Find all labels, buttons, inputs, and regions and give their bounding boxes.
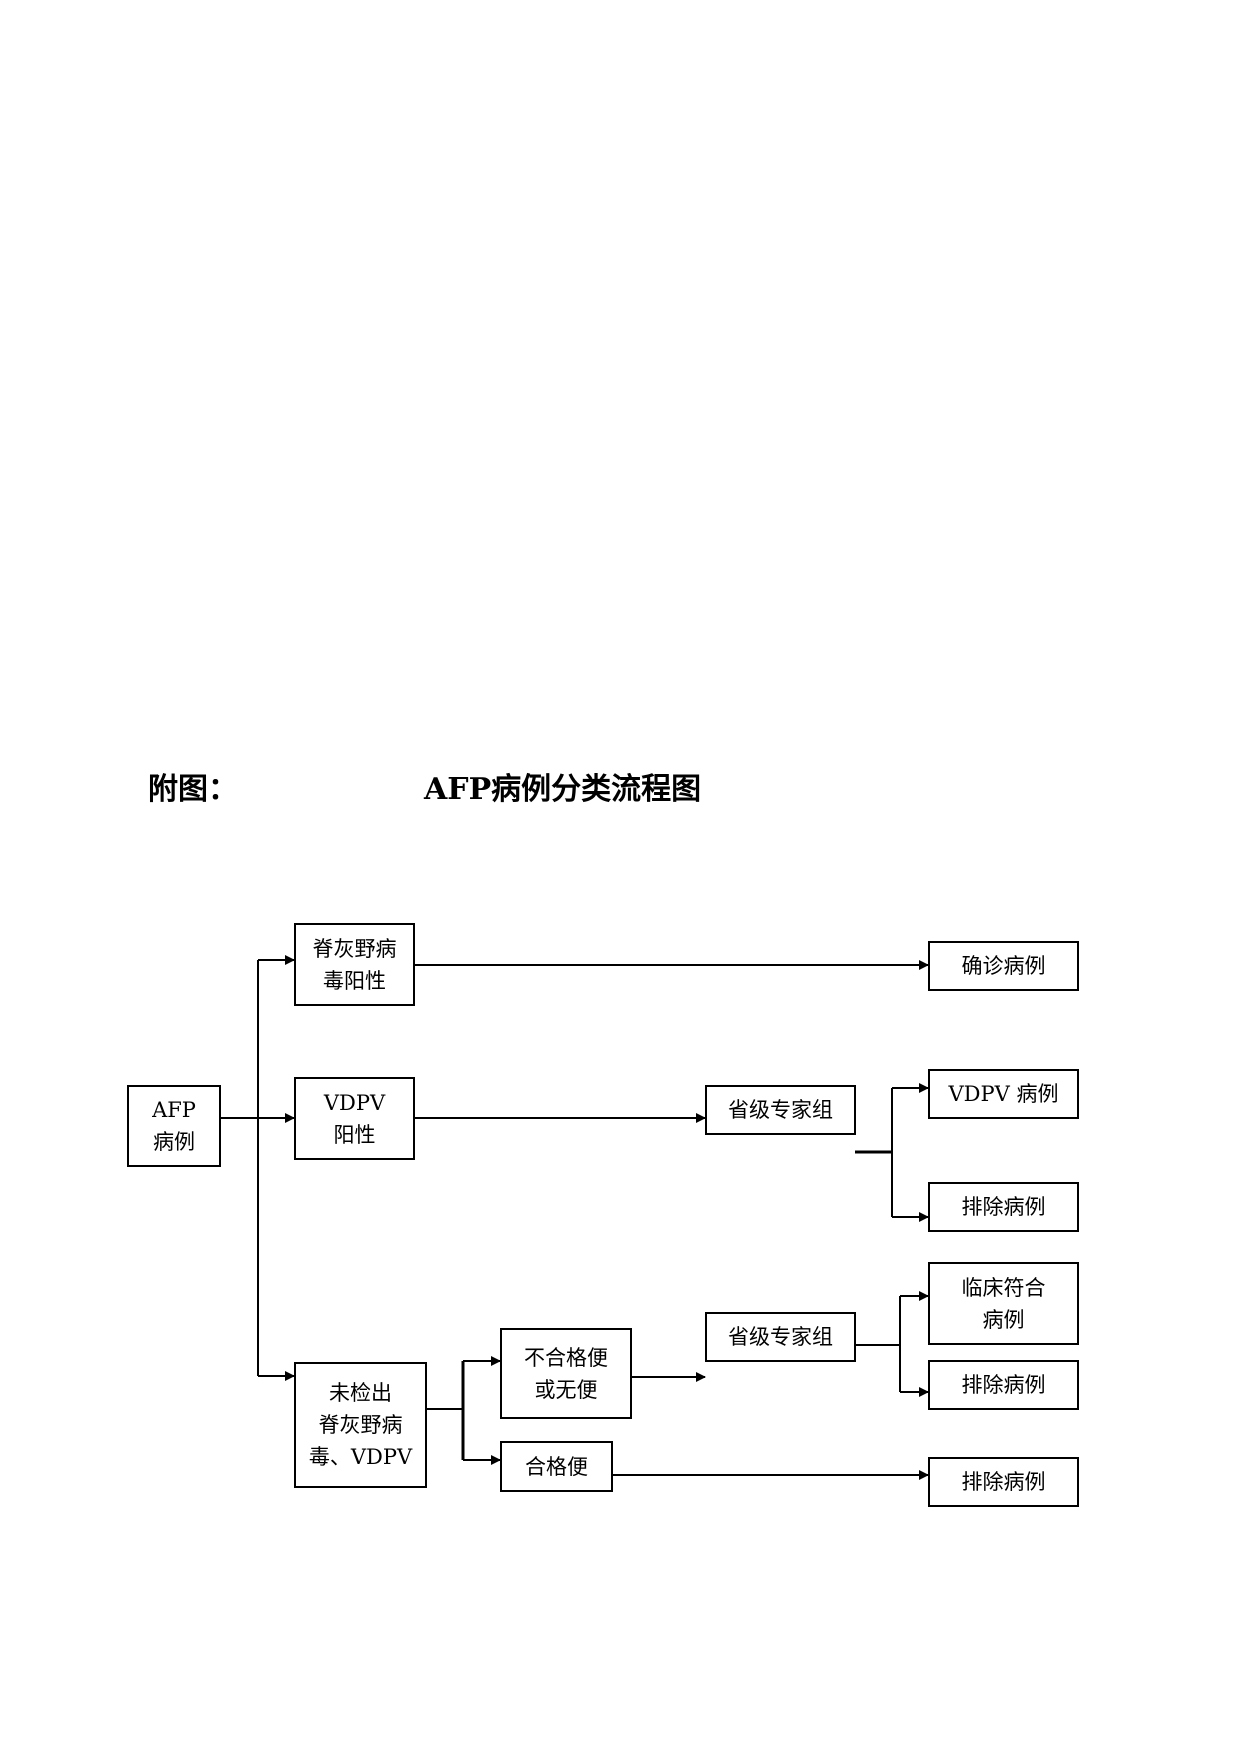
unqualified-stool-box: 不合格便 或无便 [500, 1328, 632, 1419]
expert-group-2-box: 省级专家组 [705, 1312, 856, 1362]
excluded-case-2-box: 排除病例 [928, 1360, 1079, 1410]
figure-label: 附图： [148, 772, 238, 807]
excluded-case-1-box: 排除病例 [928, 1182, 1079, 1232]
qualified-stool-box: 合格便 [500, 1441, 613, 1492]
expert-group-1-box: 省级专家组 [705, 1085, 856, 1135]
not-detected-box: 未检出 脊灰野病 毒、VDPV [294, 1362, 427, 1488]
vdpv-case-box: VDPV 病例 [928, 1069, 1079, 1119]
polio-positive-box: 脊灰野病 毒阳性 [294, 923, 415, 1006]
excluded-case-3-box: 排除病例 [928, 1457, 1079, 1507]
figure-title: AFP病例分类流程图 [424, 772, 702, 807]
clinical-case-box: 临床符合 病例 [928, 1262, 1079, 1345]
afp-case-box: AFP 病例 [127, 1085, 221, 1167]
vdpv-positive-box: VDPV 阳性 [294, 1077, 415, 1160]
confirmed-case-box: 确诊病例 [928, 941, 1079, 991]
